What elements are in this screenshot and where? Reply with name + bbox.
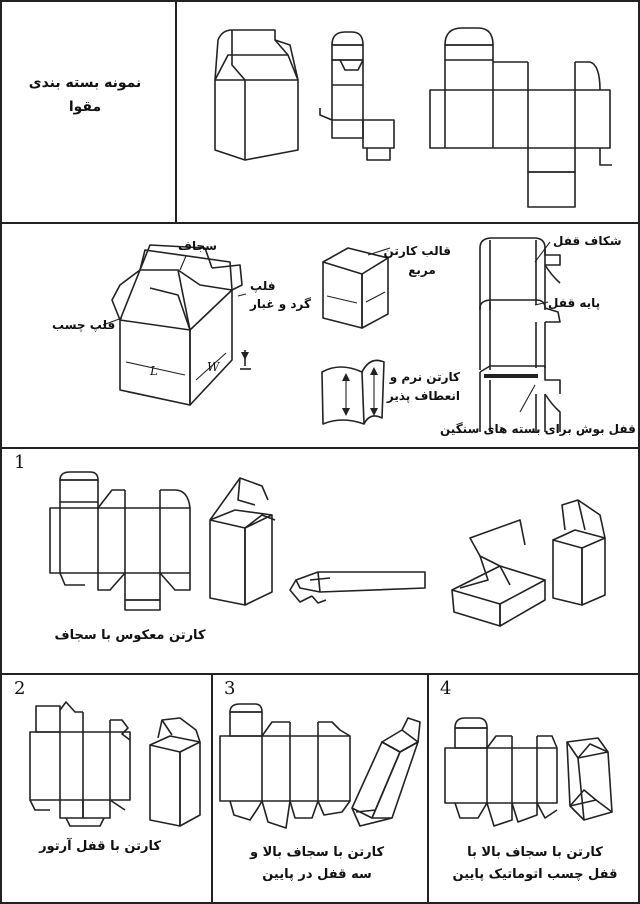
panel2-net-drawing	[29, 701, 131, 827]
panel3-net-drawing	[219, 703, 351, 829]
panel4-tilted-box-drawing	[566, 737, 613, 821]
panel3-tilted-box-drawing	[351, 717, 421, 827]
label-soft-carton: کارتن نرم و انعطاف پذیر	[386, 370, 460, 404]
header-wide-net-drawing	[429, 27, 612, 208]
divider-row1	[0, 222, 640, 224]
label-dust-flap: گرد و غبار	[250, 297, 311, 311]
border-top	[0, 0, 640, 2]
border-right	[638, 0, 640, 904]
panel1-number: 1	[14, 452, 26, 473]
border-left	[0, 0, 2, 904]
label-lock-base: پایه قفل	[548, 296, 601, 310]
label-soft-carton-line2: انعطاف پذیر	[386, 389, 460, 403]
panel1-flat-carton-drawing	[289, 571, 426, 604]
page-title-line1: نمونه بسته بندی	[28, 75, 142, 91]
label-glue-flap: فلپ چسب	[52, 318, 116, 332]
soft-carton-drawing	[321, 359, 385, 425]
divider-row3	[0, 673, 640, 675]
divider-panel-3-4	[427, 673, 429, 904]
label-square-mold-line1: قالب کارتن	[383, 244, 451, 258]
panel1-tall-box-drawing	[552, 499, 606, 606]
label-lock-slit: شکاف قفل	[553, 234, 622, 248]
panel3-number: 3	[224, 678, 236, 699]
lock-detail-drawing	[479, 237, 561, 432]
label-heavy-lock: قفل بوش برای بسته های سنگین	[440, 422, 636, 436]
page-title: نمونه بسته بندی مقوا	[20, 72, 150, 120]
panel1-caption: کارتن معکوس با سجاف	[54, 628, 206, 643]
panel1-net-drawing	[49, 471, 191, 611]
anatomy-open-carton-drawing	[102, 244, 251, 406]
panel1-open-box-drawing	[451, 519, 546, 627]
square-carton-drawing	[322, 247, 391, 329]
border-bottom	[0, 902, 640, 904]
page-title-line2: مقوا	[68, 98, 102, 115]
divider-row2	[0, 447, 640, 449]
panel3-caption-line1: کارتن با سجاف بالا و	[249, 845, 385, 860]
panel2-box-drawing	[149, 717, 201, 827]
panel2-number: 2	[14, 678, 26, 699]
panel2-caption: کارتن با قفل آرتور	[39, 839, 161, 854]
panel4-caption-line2: قفل چسب اتوماتیک پایین	[452, 867, 618, 883]
panel4-net-drawing	[444, 717, 558, 827]
label-dim-length: L	[150, 364, 158, 378]
divider-header	[175, 0, 177, 223]
panel4-caption: کارتن با سجاف بالا با قفل چسب اتوماتیک پ…	[440, 842, 630, 886]
label-tuck-flap: سجاف	[178, 239, 217, 253]
label-flap: فلپ	[250, 279, 276, 293]
label-square-mold: قالب کارتن مربع	[383, 244, 451, 278]
panel4-caption-line1: کارتن با سجاف بالا با	[467, 845, 603, 860]
header-narrow-net-drawing	[319, 31, 395, 161]
panel1-upright-box-drawing	[209, 477, 276, 606]
panel3-caption-line2: سه قفل در پایین	[262, 867, 372, 883]
header-open-box-drawing	[214, 29, 299, 161]
label-dim-width: W	[207, 360, 220, 374]
panel3-caption: کارتن با سجاف بالا و سه قفل در پایین	[222, 842, 412, 886]
label-soft-carton-line1: کارتن نرم و	[389, 370, 460, 384]
label-square-mold-line2: مربع	[408, 263, 436, 277]
divider-panel-2-3	[211, 673, 213, 904]
panel4-number: 4	[440, 678, 452, 699]
